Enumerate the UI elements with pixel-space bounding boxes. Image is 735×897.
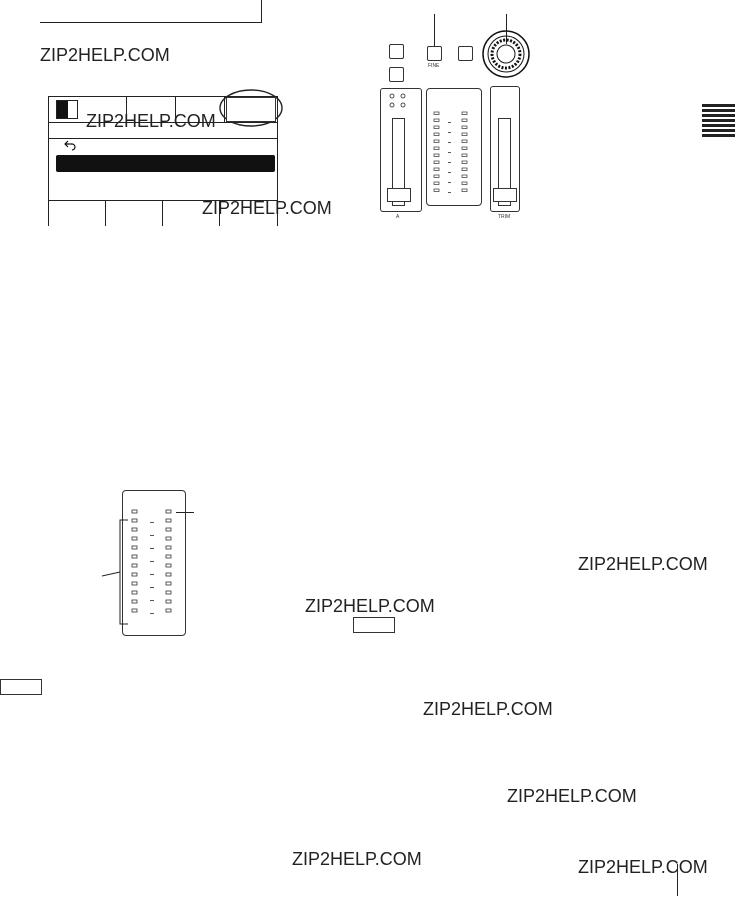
bottom-row-top xyxy=(48,200,278,201)
tab-divider-2 xyxy=(175,96,176,122)
top-bracket-right xyxy=(261,0,262,23)
fine-button[interactable] xyxy=(427,46,442,61)
watermark-text: ZIP2HELP.COM xyxy=(423,699,553,719)
slider-right-track xyxy=(498,118,511,206)
top-bracket-bottom xyxy=(40,22,262,23)
slider-right-handle[interactable] xyxy=(493,188,517,202)
callout-line-knob xyxy=(506,14,507,44)
tab-highlight-ellipse xyxy=(219,89,283,127)
watermark-text: ZIP2HELP.COM xyxy=(305,596,435,616)
watermark-text: ZIP2HELP.COM xyxy=(507,786,637,806)
watermark-text: ZIP2HELP.COM xyxy=(202,198,332,218)
slider-left-label: A xyxy=(396,214,400,220)
slider-left-track xyxy=(392,118,405,206)
page-tab-icon-fill xyxy=(57,101,68,118)
watermark-text: ZIP2HELP.COM xyxy=(292,849,422,869)
watermark-text: ZIP2HELP.COM xyxy=(578,857,708,877)
bottom-divider-3 xyxy=(219,200,220,226)
tab-row-bottom xyxy=(48,122,278,123)
watermark-text: ZIP2HELP.COM xyxy=(40,45,170,65)
watermark-text: ZIP2HELP.COM xyxy=(578,554,708,574)
level-meter-segments xyxy=(433,111,468,193)
screen-diagram xyxy=(48,96,278,226)
callout-line-fine xyxy=(434,14,435,46)
screen-left-edge xyxy=(48,96,49,226)
panel-button-right[interactable] xyxy=(458,46,473,61)
bottom-callout-line xyxy=(677,864,678,896)
highlighted-tab[interactable] xyxy=(226,97,276,122)
panel-button-left[interactable] xyxy=(389,44,404,59)
panel-button-left-lower[interactable] xyxy=(389,67,404,82)
watermark-text: ZIP2HELP.COM xyxy=(86,111,216,131)
slider-left-leds xyxy=(389,93,406,108)
bottom-divider-2 xyxy=(162,200,163,226)
bottom-divider-1 xyxy=(105,200,106,226)
meter-closeup-right-callout xyxy=(176,512,194,513)
title-row-bottom xyxy=(48,138,278,139)
meter-closeup-segments xyxy=(131,509,172,614)
selected-menu-row[interactable] xyxy=(56,155,275,172)
slider-right-label: TRIM xyxy=(498,214,511,220)
tab-divider-3 xyxy=(224,96,225,122)
small-key-box-left xyxy=(0,679,42,695)
tab-divider-1 xyxy=(126,96,127,122)
meter-closeup-bracket xyxy=(101,519,128,625)
small-key-box-center xyxy=(353,617,395,633)
rotary-knob-icon[interactable] xyxy=(480,28,532,80)
screen-top-edge xyxy=(48,96,278,97)
section-tab-marker xyxy=(702,104,735,137)
fine-button-label: FINE xyxy=(428,63,440,69)
slider-left-handle[interactable] xyxy=(387,188,411,202)
screen-right-edge xyxy=(277,96,278,226)
return-arrow-icon[interactable] xyxy=(64,140,76,151)
